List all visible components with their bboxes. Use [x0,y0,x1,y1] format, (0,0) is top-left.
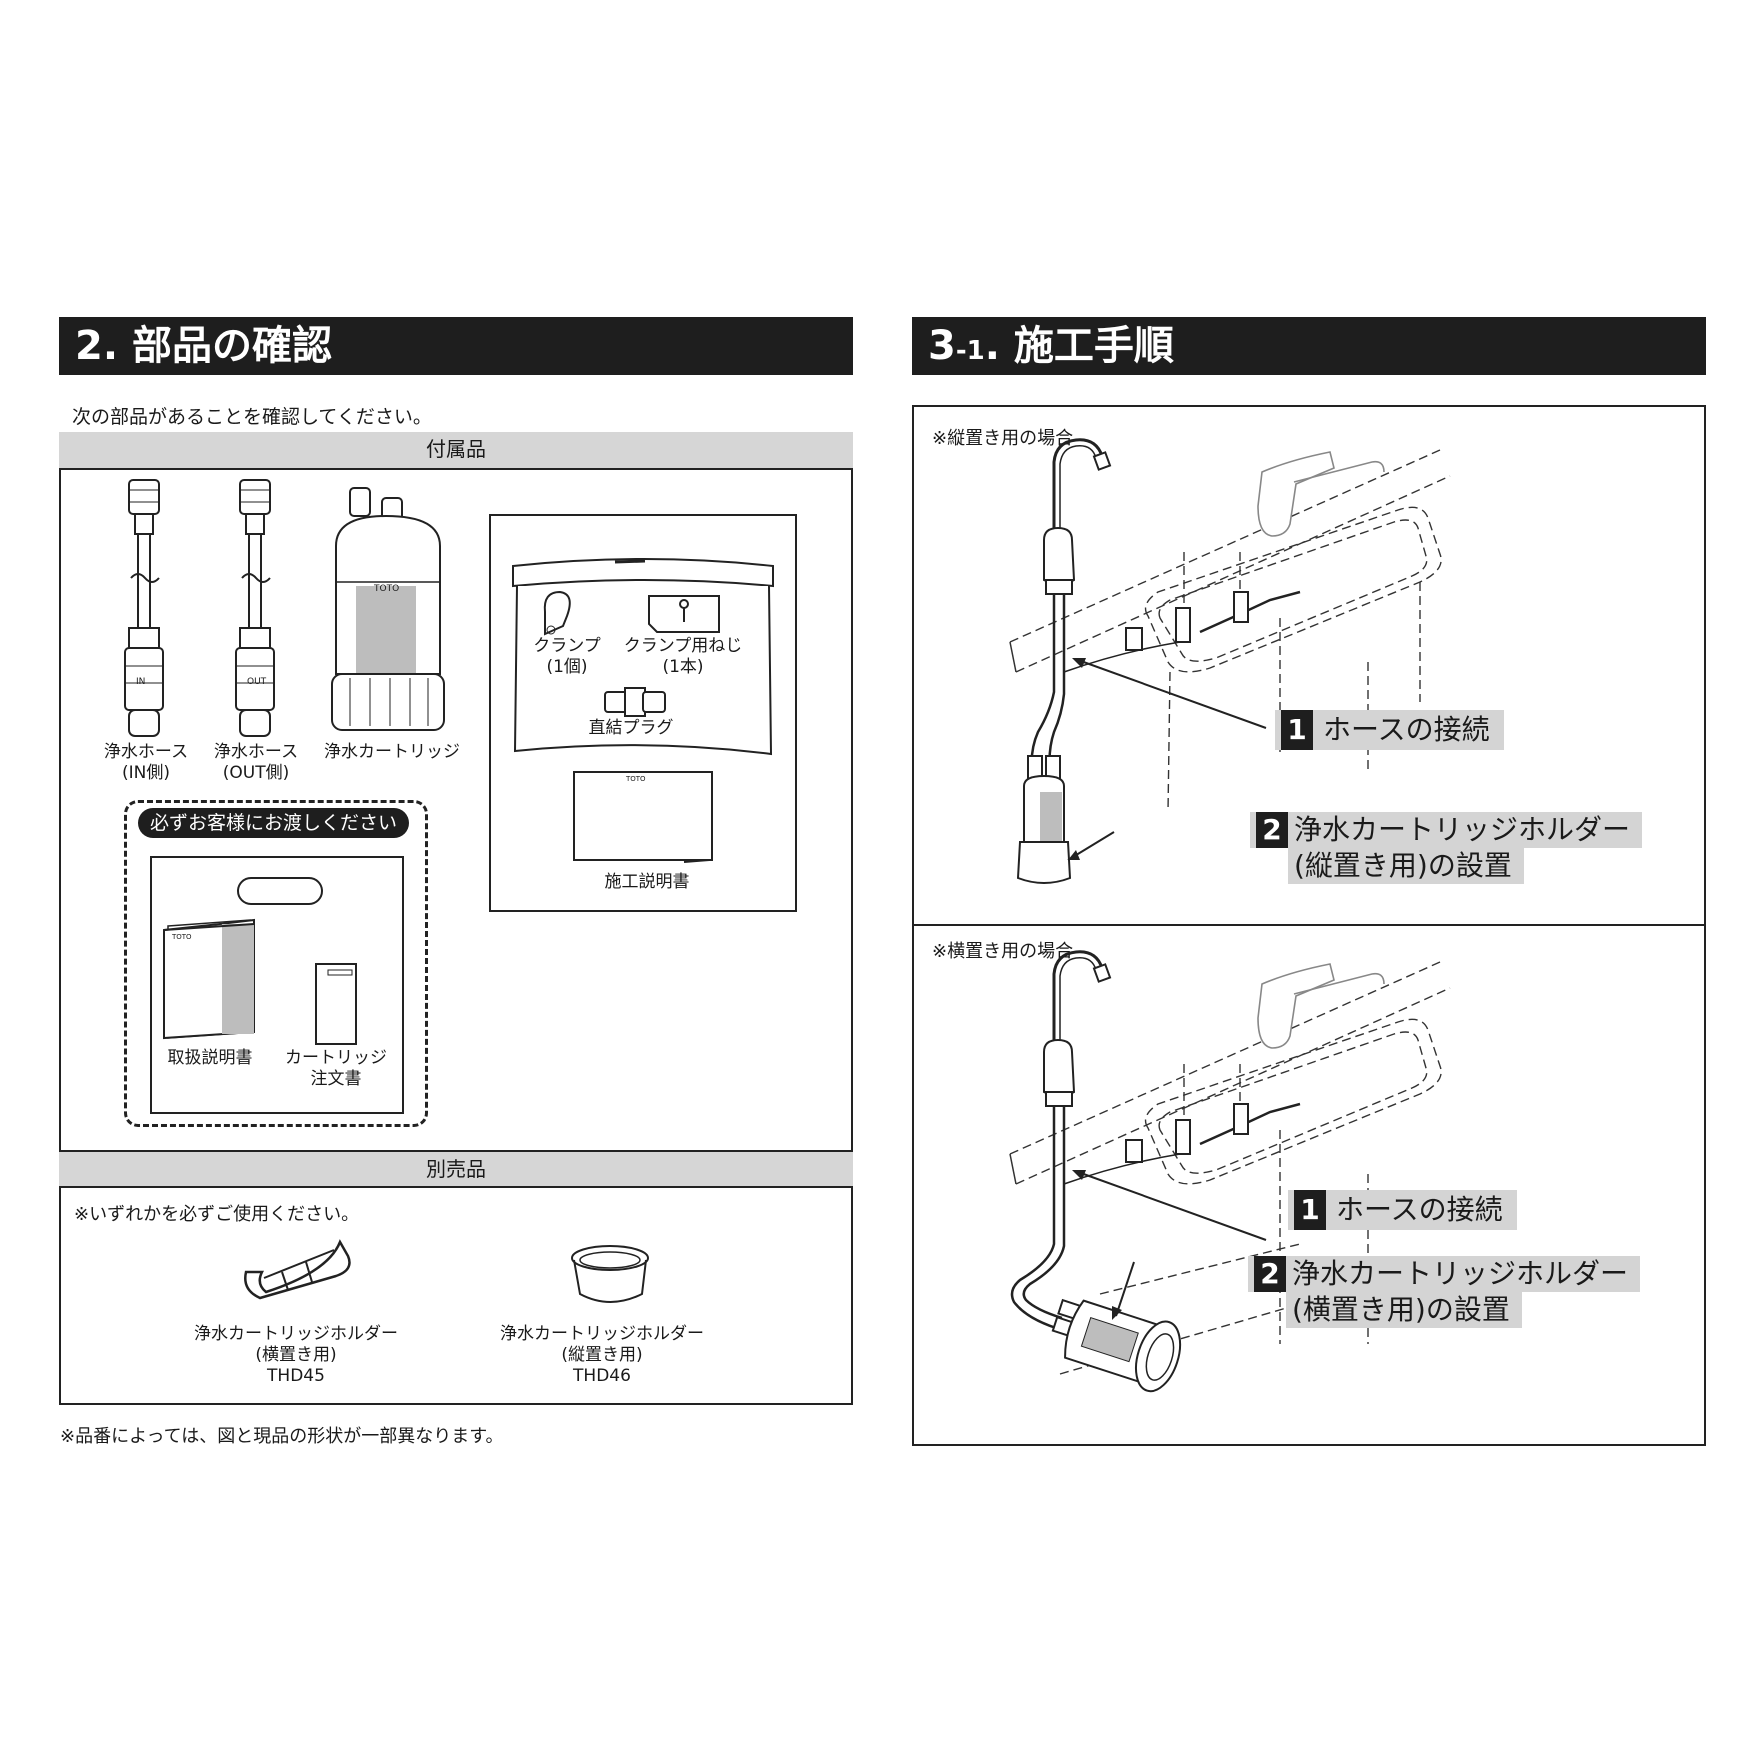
section-number: 2. [75,323,119,369]
note-vertical: ※縦置き用の場合 [932,428,1074,449]
label-order-form: カートリッジ 注文書 [285,1048,387,1089]
step-number-badge: 2 [1254,1256,1286,1292]
label-holder-vertical: 浄水カートリッジホルダー (縦置き用) THD46 [500,1324,704,1386]
separate-parts-header: 別売品 [59,1150,853,1188]
label-direct-plug: 直結プラグ [588,718,674,738]
hose-out-illustration [235,479,275,737]
procedure-divider [912,924,1706,926]
footnote: ※品番によっては、図と現品の形状が一部異なります。 [60,1426,504,1447]
separate-note: ※いずれかを必ずご使用ください。 [74,1204,360,1225]
hose-out-tag: OUT [247,677,267,687]
label-clamp-screw: クランプ用ねじ (1本) [623,636,743,677]
step-number-badge: 1 [1294,1190,1326,1230]
user-manual-brand: TOTO [172,933,192,941]
step1-vertical-label: 1 ホースの接続 [1275,710,1504,750]
user-manual-illustration [163,918,255,1040]
note-horizontal: ※横置き用の場合 [932,941,1074,962]
customer-items-frame [150,856,404,1114]
step-text: ホースの接続 [1323,713,1490,746]
label-install-manual: 施工説明書 [604,872,690,892]
holder-vertical-illustration [571,1245,649,1303]
label-holder-horizontal: 浄水カートリッジホルダー (横置き用) THD45 [194,1324,398,1386]
intro-text: 次の部品があることを確認してください。 [72,406,432,428]
customer-badge: 必ずお客様にお渡しください [138,808,410,838]
section-title-text: 部品の確認 [131,323,332,369]
install-manual-brand: TOTO [626,775,646,783]
label-hose-in: 浄水ホース (IN側) [103,742,189,783]
section-title-text: 施工手順 [1013,323,1174,369]
accessory-bag-illustration [512,558,774,756]
holder-horizontal-illustration [244,1239,351,1300]
label-cartridge: 浄水カートリッジ [324,742,460,762]
hose-in-illustration [124,479,164,737]
install-manual-illustration [573,771,714,863]
section-subnumber: -1 [955,336,985,366]
section-title-parts-check: 2. 部品の確認 [59,317,853,375]
label-hose-out: 浄水ホース (OUT側) [213,742,299,783]
accessory-box [489,514,797,912]
step-number-badge: 2 [1256,812,1288,848]
step-number-badge: 1 [1281,710,1313,750]
section-number: 3 [928,323,956,369]
hose-in-tag: IN [136,677,146,687]
handle-slot-illustration [237,877,323,905]
cartridge-brand: TOTO [374,584,400,594]
cartridge-illustration [331,487,445,731]
order-form-illustration [315,963,357,1045]
section-dot: . [984,323,1000,369]
label-user-manual: 取扱説明書 [167,1048,253,1068]
horizontal-install-illustration [1009,950,1451,1393]
vertical-install-illustration [1009,438,1451,884]
step1-horizontal-label: 1 ホースの接続 [1288,1190,1517,1230]
included-parts-header: 付属品 [59,432,853,470]
section-title-install-procedure: 3-1. 施工手順 [912,317,1706,375]
label-clamp: クランプ (1個) [533,636,601,677]
customer-items-box [124,800,428,1127]
step-text: ホースの接続 [1336,1193,1503,1226]
